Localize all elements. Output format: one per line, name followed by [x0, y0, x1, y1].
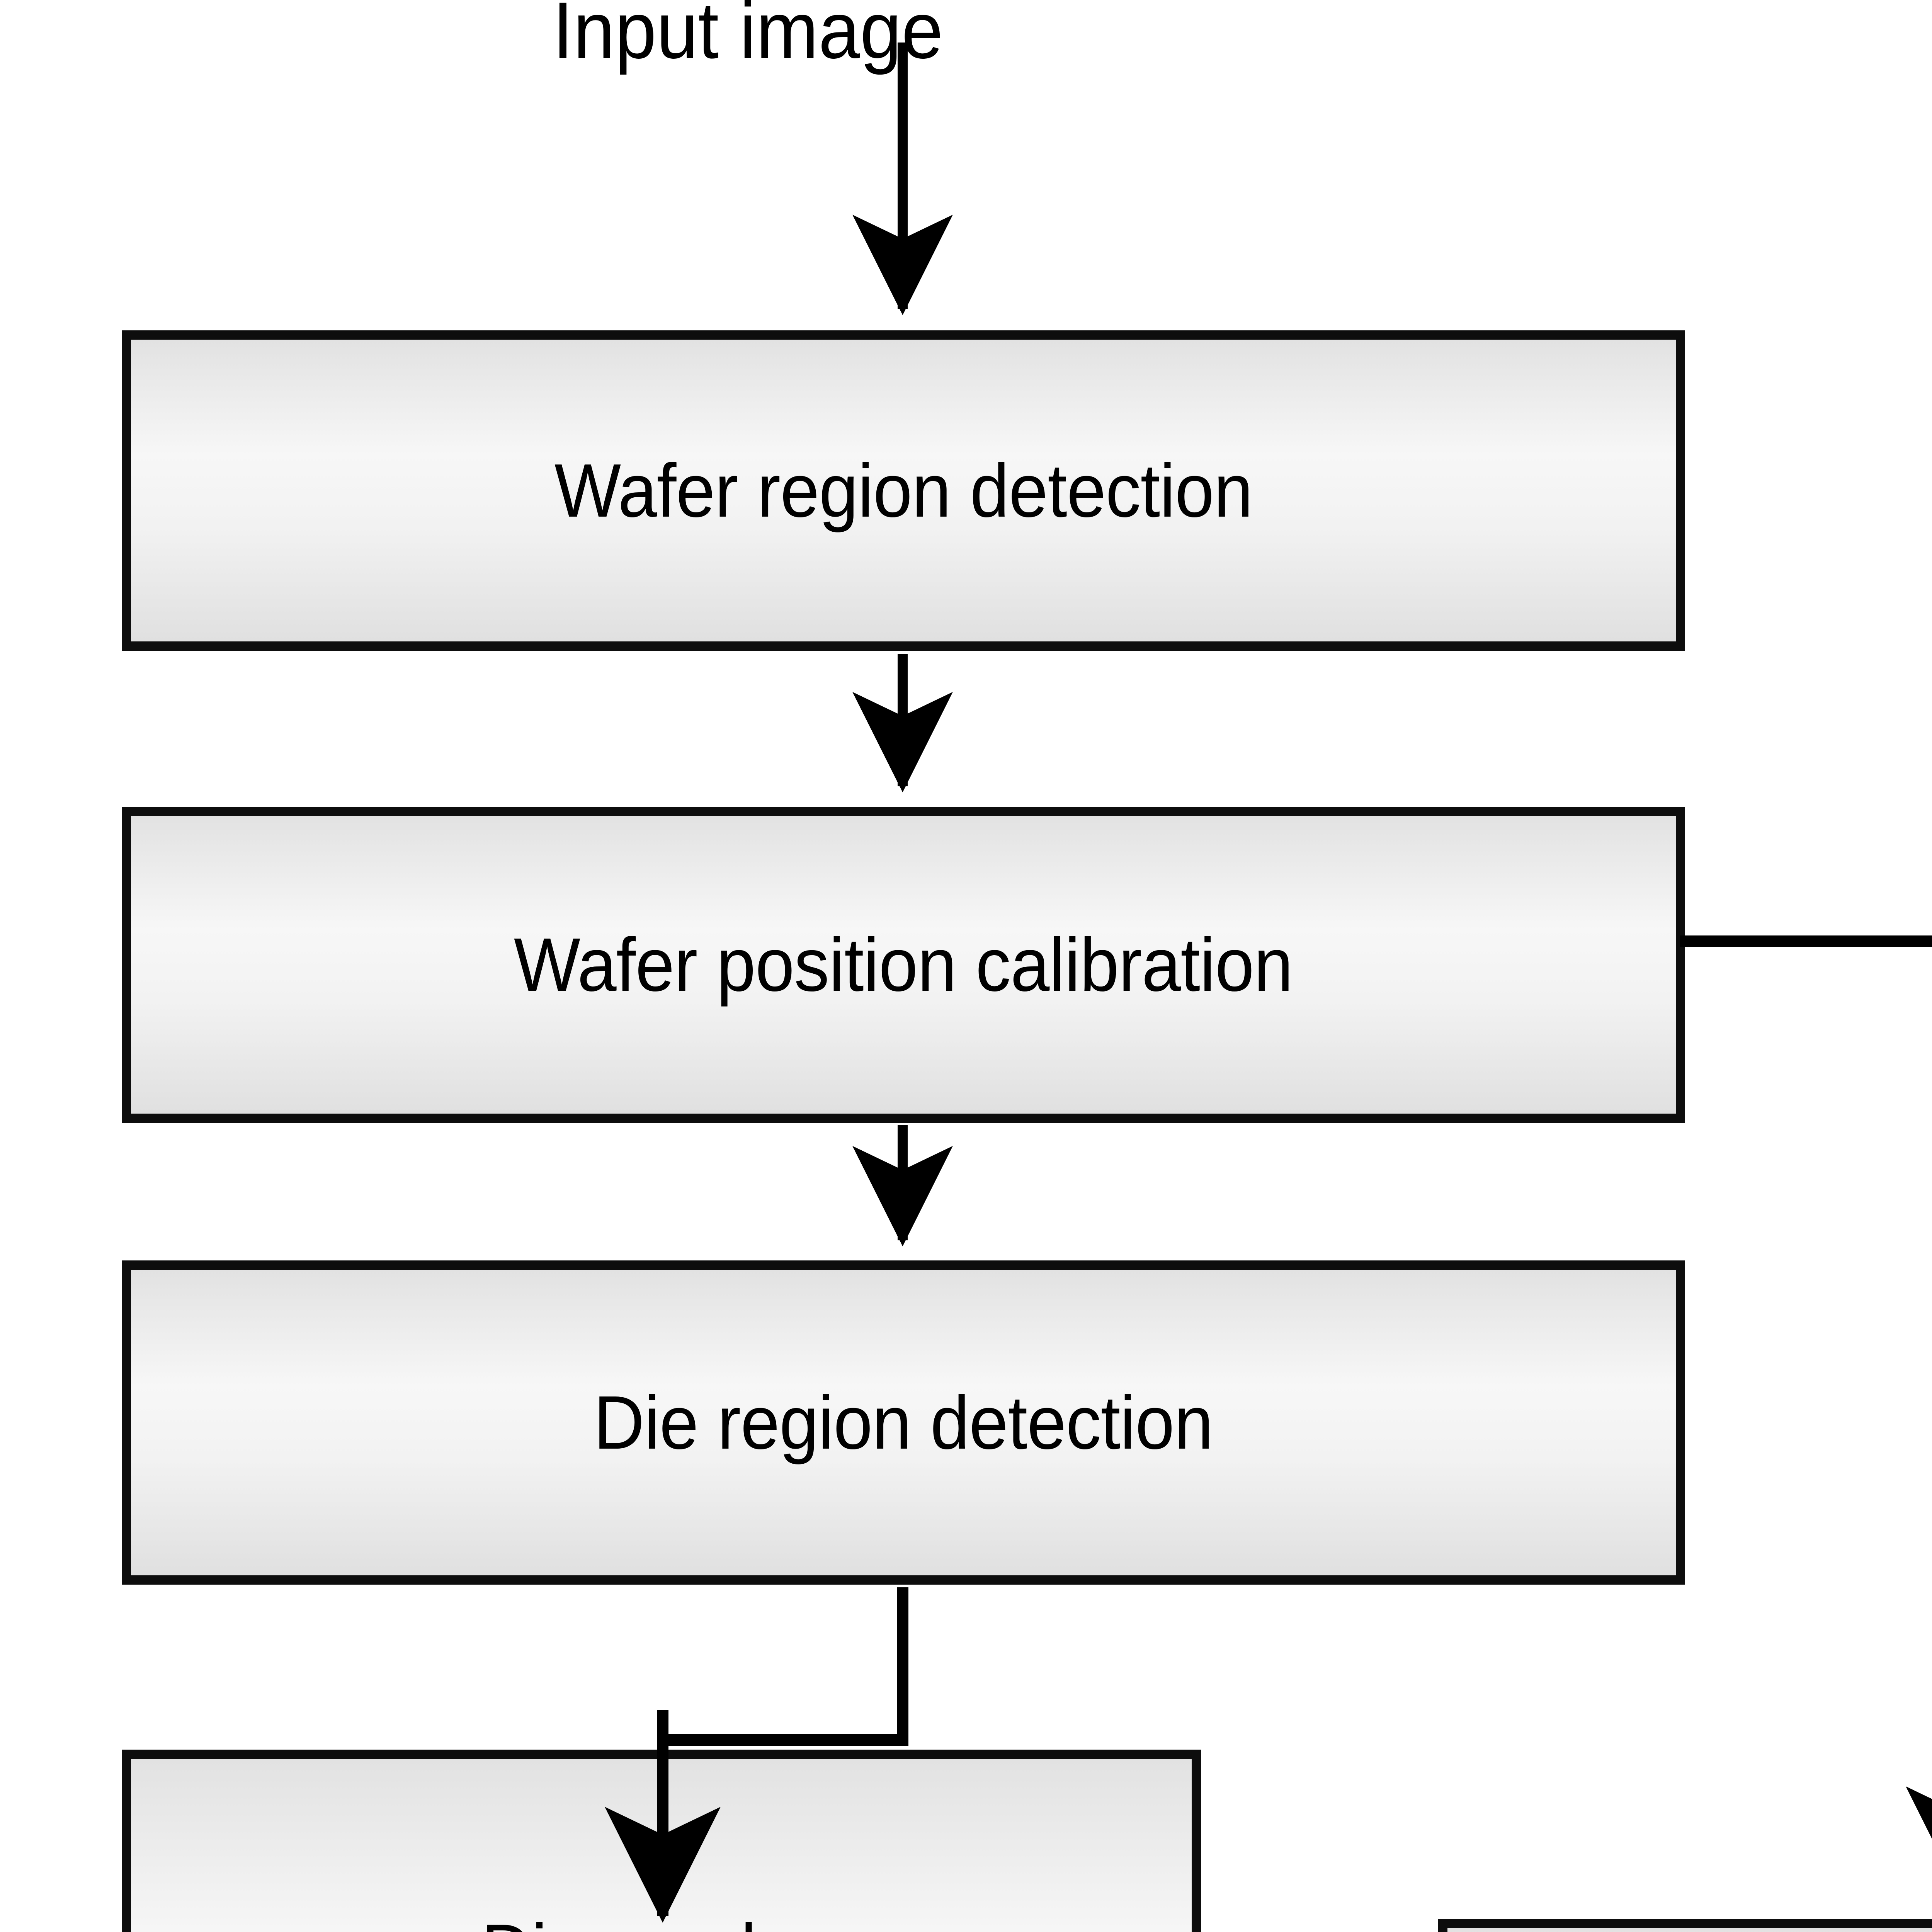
node-wafer-position-calibration[interactable]: Wafer position calibration [121, 806, 1702, 1138]
edge-calibration-to-sawing-lines [1680, 935, 1932, 1903]
node-die-number-counting[interactable]: Die number counting [121, 1749, 1218, 1932]
input-label: Input image [553, 0, 943, 75]
node-label: Die number counting [481, 1906, 842, 1932]
node-wafer-region-detection[interactable]: Wafer region detection [121, 330, 1702, 665]
node-label: Die region detection [594, 1380, 1214, 1465]
node-die-region-detection[interactable]: Die region detection [121, 1260, 1702, 1599]
node-detection-of-die-sawing-lines[interactable]: Detection of die sawing lines [1437, 1918, 1932, 1932]
node-label: Wafer position calibration [514, 922, 1293, 1007]
node-label: Wafer region detection [554, 448, 1253, 533]
